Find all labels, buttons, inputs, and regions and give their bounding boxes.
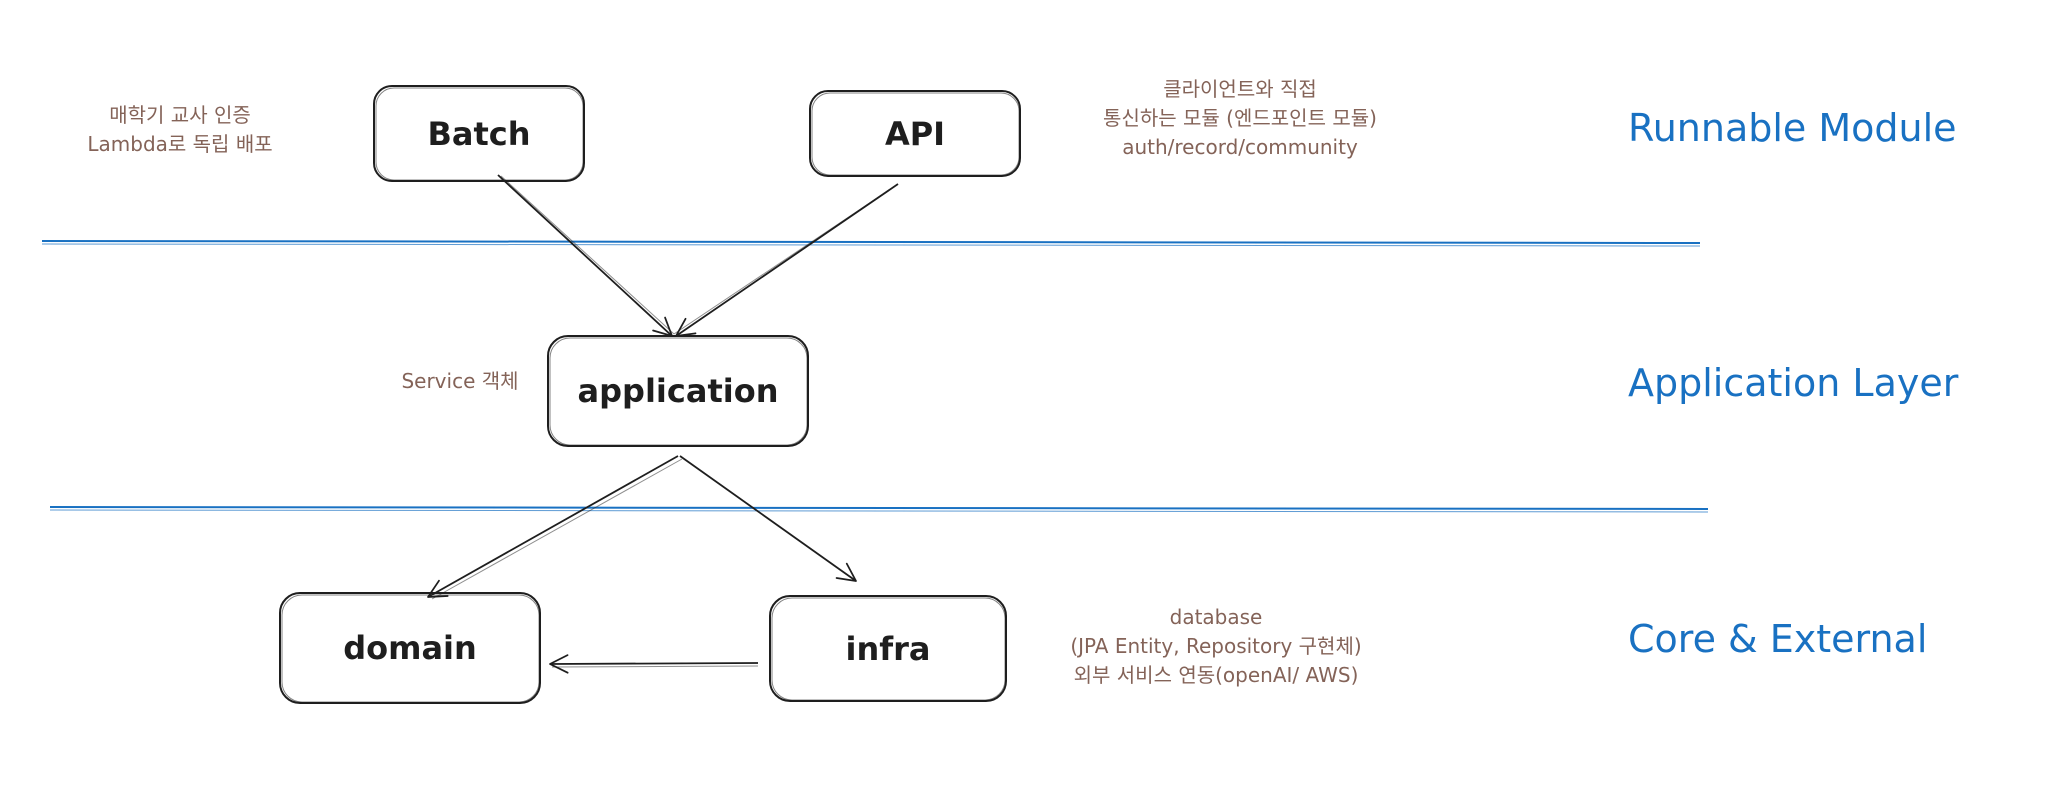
arrow-infra-to-domain <box>549 654 759 674</box>
api-note-line: 통신하는 모듈 (엔드포인트 모듈) <box>1103 106 1377 130</box>
infra-note: database (JPA Entity, Repository 구현체) 외부… <box>1016 603 1416 690</box>
infra-note-line: (JPA Entity, Repository 구현체) <box>1070 634 1362 658</box>
api-box[interactable] <box>809 90 1021 177</box>
batch-box[interactable] <box>373 85 585 182</box>
infra-box[interactable] <box>769 595 1007 702</box>
layer-divider-bottom <box>49 506 1709 513</box>
application-note-line: Service 객체 <box>401 369 519 393</box>
api-note-line: 클라이언트와 직접 <box>1163 77 1317 101</box>
arrow-application-to-infra <box>679 455 857 582</box>
layer-title-core: Core & External <box>1628 617 1928 661</box>
infra-note-line: 외부 서비스 연동(openAI/ AWS) <box>1073 663 1359 687</box>
batch-note-line: Lambda로 독립 배포 <box>87 132 273 156</box>
domain-label: domain <box>343 629 477 667</box>
batch-label: Batch <box>427 114 531 153</box>
infra-label: infra <box>845 629 931 668</box>
arrow-application-to-domain <box>427 455 683 600</box>
infra-note-line: database <box>1169 605 1263 629</box>
layer-title-runnable: Runnable Module <box>1628 106 1957 150</box>
batch-note: 매학기 교사 인증 Lambda로 독립 배포 <box>60 101 300 159</box>
arrow-api-to-application <box>673 183 899 337</box>
api-note-line: auth/record/community <box>1122 135 1358 159</box>
layer-title-application: Application Layer <box>1628 361 1959 405</box>
layer-divider-top <box>41 240 1701 247</box>
api-label: API <box>884 114 946 153</box>
api-note: 클라이언트와 직접 통신하는 모듈 (엔드포인트 모듈) auth/record… <box>1040 75 1440 162</box>
application-note: Service 객체 <box>380 367 540 396</box>
domain-box[interactable] <box>279 592 541 704</box>
arrow-batch-to-application <box>497 174 675 337</box>
batch-note-line: 매학기 교사 인증 <box>109 103 251 127</box>
application-label: application <box>577 372 779 410</box>
